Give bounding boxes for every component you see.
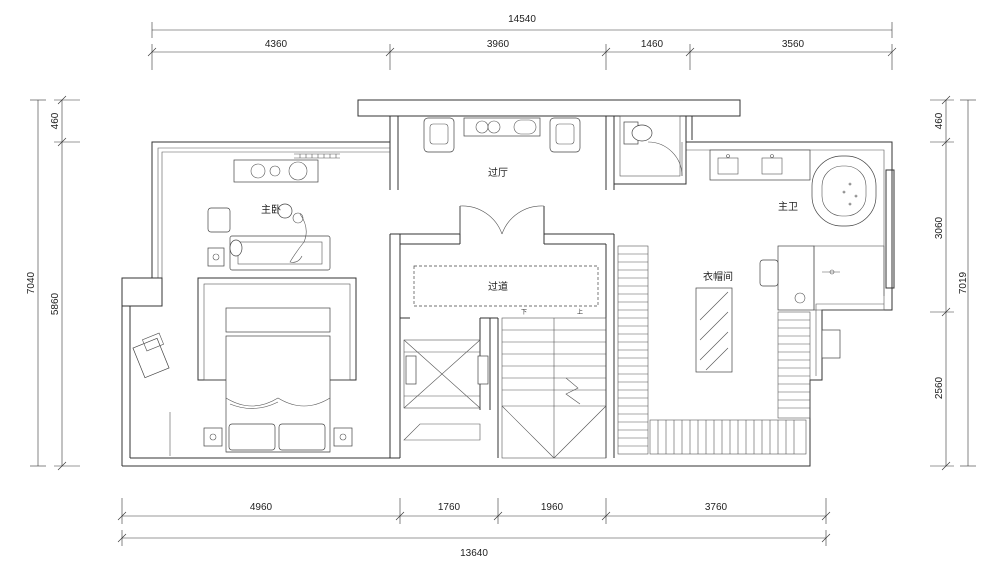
dim-left-outer-label: 7040: [26, 271, 37, 294]
dim-bottom-seg-2: 1760: [438, 502, 461, 513]
side-table: [277, 203, 293, 219]
room-label-master-bath: 主卫: [778, 201, 798, 213]
corridor: 过道: [413, 265, 599, 307]
dimension-bottom-total: 13640: [117, 530, 831, 559]
bath-fixture: [821, 329, 841, 359]
hall-chair-left: [423, 117, 455, 153]
master-bath: 主卫: [709, 149, 885, 359]
corridor-ceiling: [413, 265, 599, 307]
stair-down-mark: 下: [521, 309, 527, 316]
room-label-hall: 过厅: [488, 166, 508, 179]
vanity: [709, 149, 811, 181]
bed: [225, 335, 331, 453]
hall-console: [463, 117, 541, 137]
toilet-room: [623, 121, 683, 177]
armchair: [207, 207, 231, 233]
dim-top-seg-3: 1460: [641, 39, 664, 50]
dimension-top-total: 14540: [151, 14, 893, 38]
wardrobe-right: [777, 311, 811, 419]
dim-left-seg-2: 5860: [50, 292, 61, 315]
staircase: 下 上: [501, 308, 607, 459]
shower-unit: [403, 339, 489, 441]
tv-console: [233, 159, 319, 183]
room-label-corridor: 过道: [488, 280, 508, 293]
dim-left-seg-1: 460: [50, 112, 61, 129]
dim-bottom-seg-4: 3760: [705, 502, 728, 513]
stair-up-mark: 上: [577, 308, 583, 316]
double-door: [459, 205, 545, 235]
wardrobe-left: [617, 245, 649, 455]
bathtub: [811, 155, 877, 227]
dim-bottom-seg-1: 4960: [250, 502, 273, 513]
hall-chair-right: [549, 117, 581, 153]
dim-bottom-total-label: 13640: [460, 548, 488, 559]
bench: [225, 307, 331, 333]
room-label-walk-in-closet: 衣帽间: [703, 270, 733, 283]
dimension-top-segments: 4360 3960 1460 3560: [147, 39, 897, 70]
lamp-table: [207, 247, 225, 267]
master-bedroom: 主卧: [132, 153, 357, 456]
dim-right-seg-1: 460: [934, 112, 945, 129]
closet-desk: [777, 245, 815, 311]
nightstand-right: [333, 427, 353, 447]
wardrobe-bottom: [649, 419, 807, 455]
dim-top-seg-4: 3560: [782, 39, 805, 50]
person-figure: [289, 213, 307, 263]
dim-right-seg-2: 3060: [934, 216, 945, 239]
dim-top-total-label: 14540: [508, 14, 536, 25]
dimension-right: 460 3060 2560 7019: [930, 95, 976, 471]
desk-chair: [759, 259, 779, 287]
toilet-bowl: [631, 124, 653, 142]
lounge-chair: [132, 332, 170, 379]
room-label-master-bedroom: 主卧: [261, 203, 281, 216]
hall: 过厅: [423, 117, 581, 235]
dim-right-seg-3: 2560: [934, 376, 945, 399]
dimension-bottom-segments: 4960 1760 1960 3760: [117, 498, 831, 524]
sofa: [229, 235, 331, 271]
toilet-door-swing: [647, 141, 683, 177]
closet-island: [695, 287, 733, 373]
dim-top-seg-1: 4360: [265, 39, 288, 50]
dim-bottom-seg-3: 1960: [541, 502, 564, 513]
curtain: [294, 153, 340, 159]
dimension-left: 7040 460 5860: [26, 95, 80, 471]
dim-top-seg-2: 3960: [487, 39, 510, 50]
shower-area: [813, 245, 885, 311]
dim-right-outer-label: 7019: [958, 271, 969, 294]
walk-in-closet: 衣帽间: [617, 245, 811, 455]
nightstand-left: [203, 427, 223, 447]
